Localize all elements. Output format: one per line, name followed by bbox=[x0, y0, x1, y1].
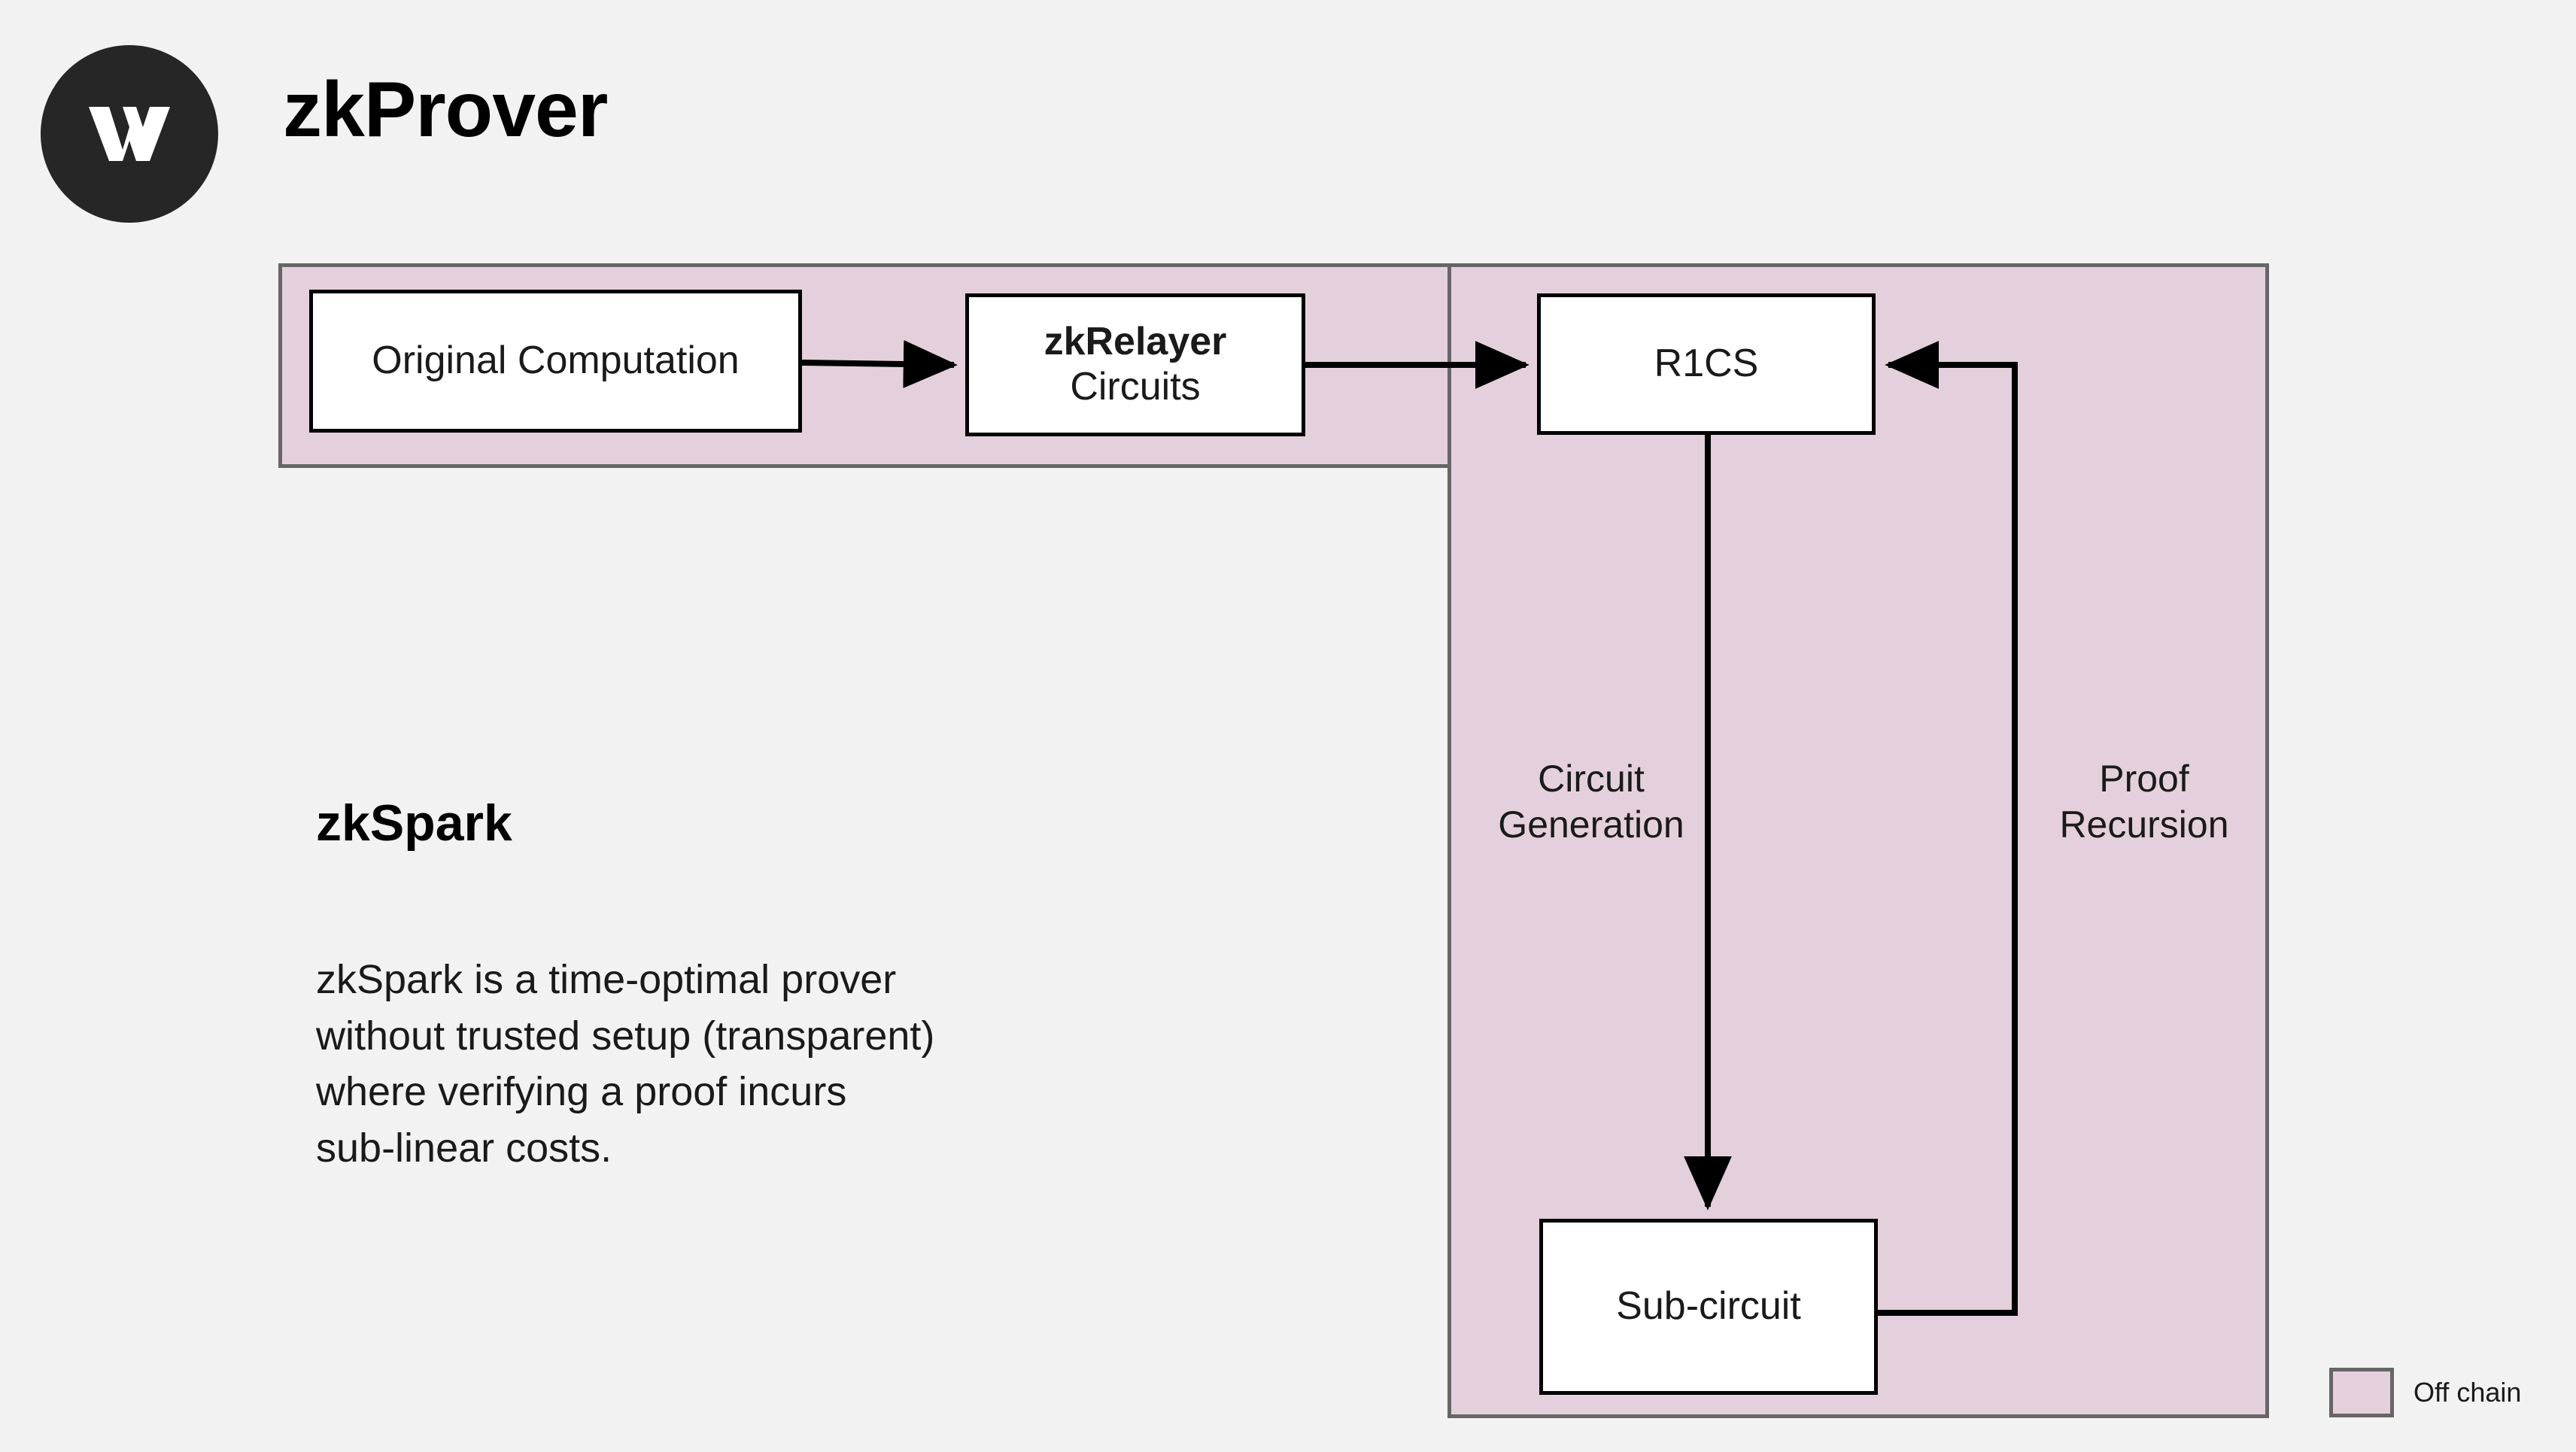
legend-label-off-chain: Off chain bbox=[2413, 1377, 2522, 1408]
node-r1cs[interactable]: R1CS bbox=[1537, 293, 1876, 435]
legend-swatch-off-chain bbox=[2329, 1368, 2394, 1417]
node-label: Original Computation bbox=[372, 339, 740, 383]
zkspark-description: zkSpark is a time-optimal prover without… bbox=[316, 957, 935, 1171]
edge-label-circuit-generation: Circuit Generation bbox=[1498, 758, 1684, 846]
zkspark-heading: zkSpark bbox=[316, 794, 512, 852]
node-label: Sub-circuit bbox=[1616, 1284, 1801, 1329]
node-zkrelayer-circuits[interactable]: zkRelayer Circuits bbox=[965, 293, 1305, 436]
node-original-computation[interactable]: Original Computation bbox=[309, 290, 802, 433]
node-label-bold: zkRelayer bbox=[1043, 320, 1227, 364]
legend: Off chain bbox=[2329, 1368, 2521, 1417]
edge-label-proof-recursion: Proof Recursion bbox=[2059, 758, 2229, 846]
node-sub-circuit[interactable]: Sub-circuit bbox=[1539, 1219, 1878, 1395]
w-monogram-logo-icon bbox=[41, 45, 218, 223]
page-title: zkProver bbox=[283, 66, 608, 153]
node-label-sub: Circuits bbox=[1070, 365, 1201, 409]
node-label: R1CS bbox=[1654, 342, 1759, 386]
